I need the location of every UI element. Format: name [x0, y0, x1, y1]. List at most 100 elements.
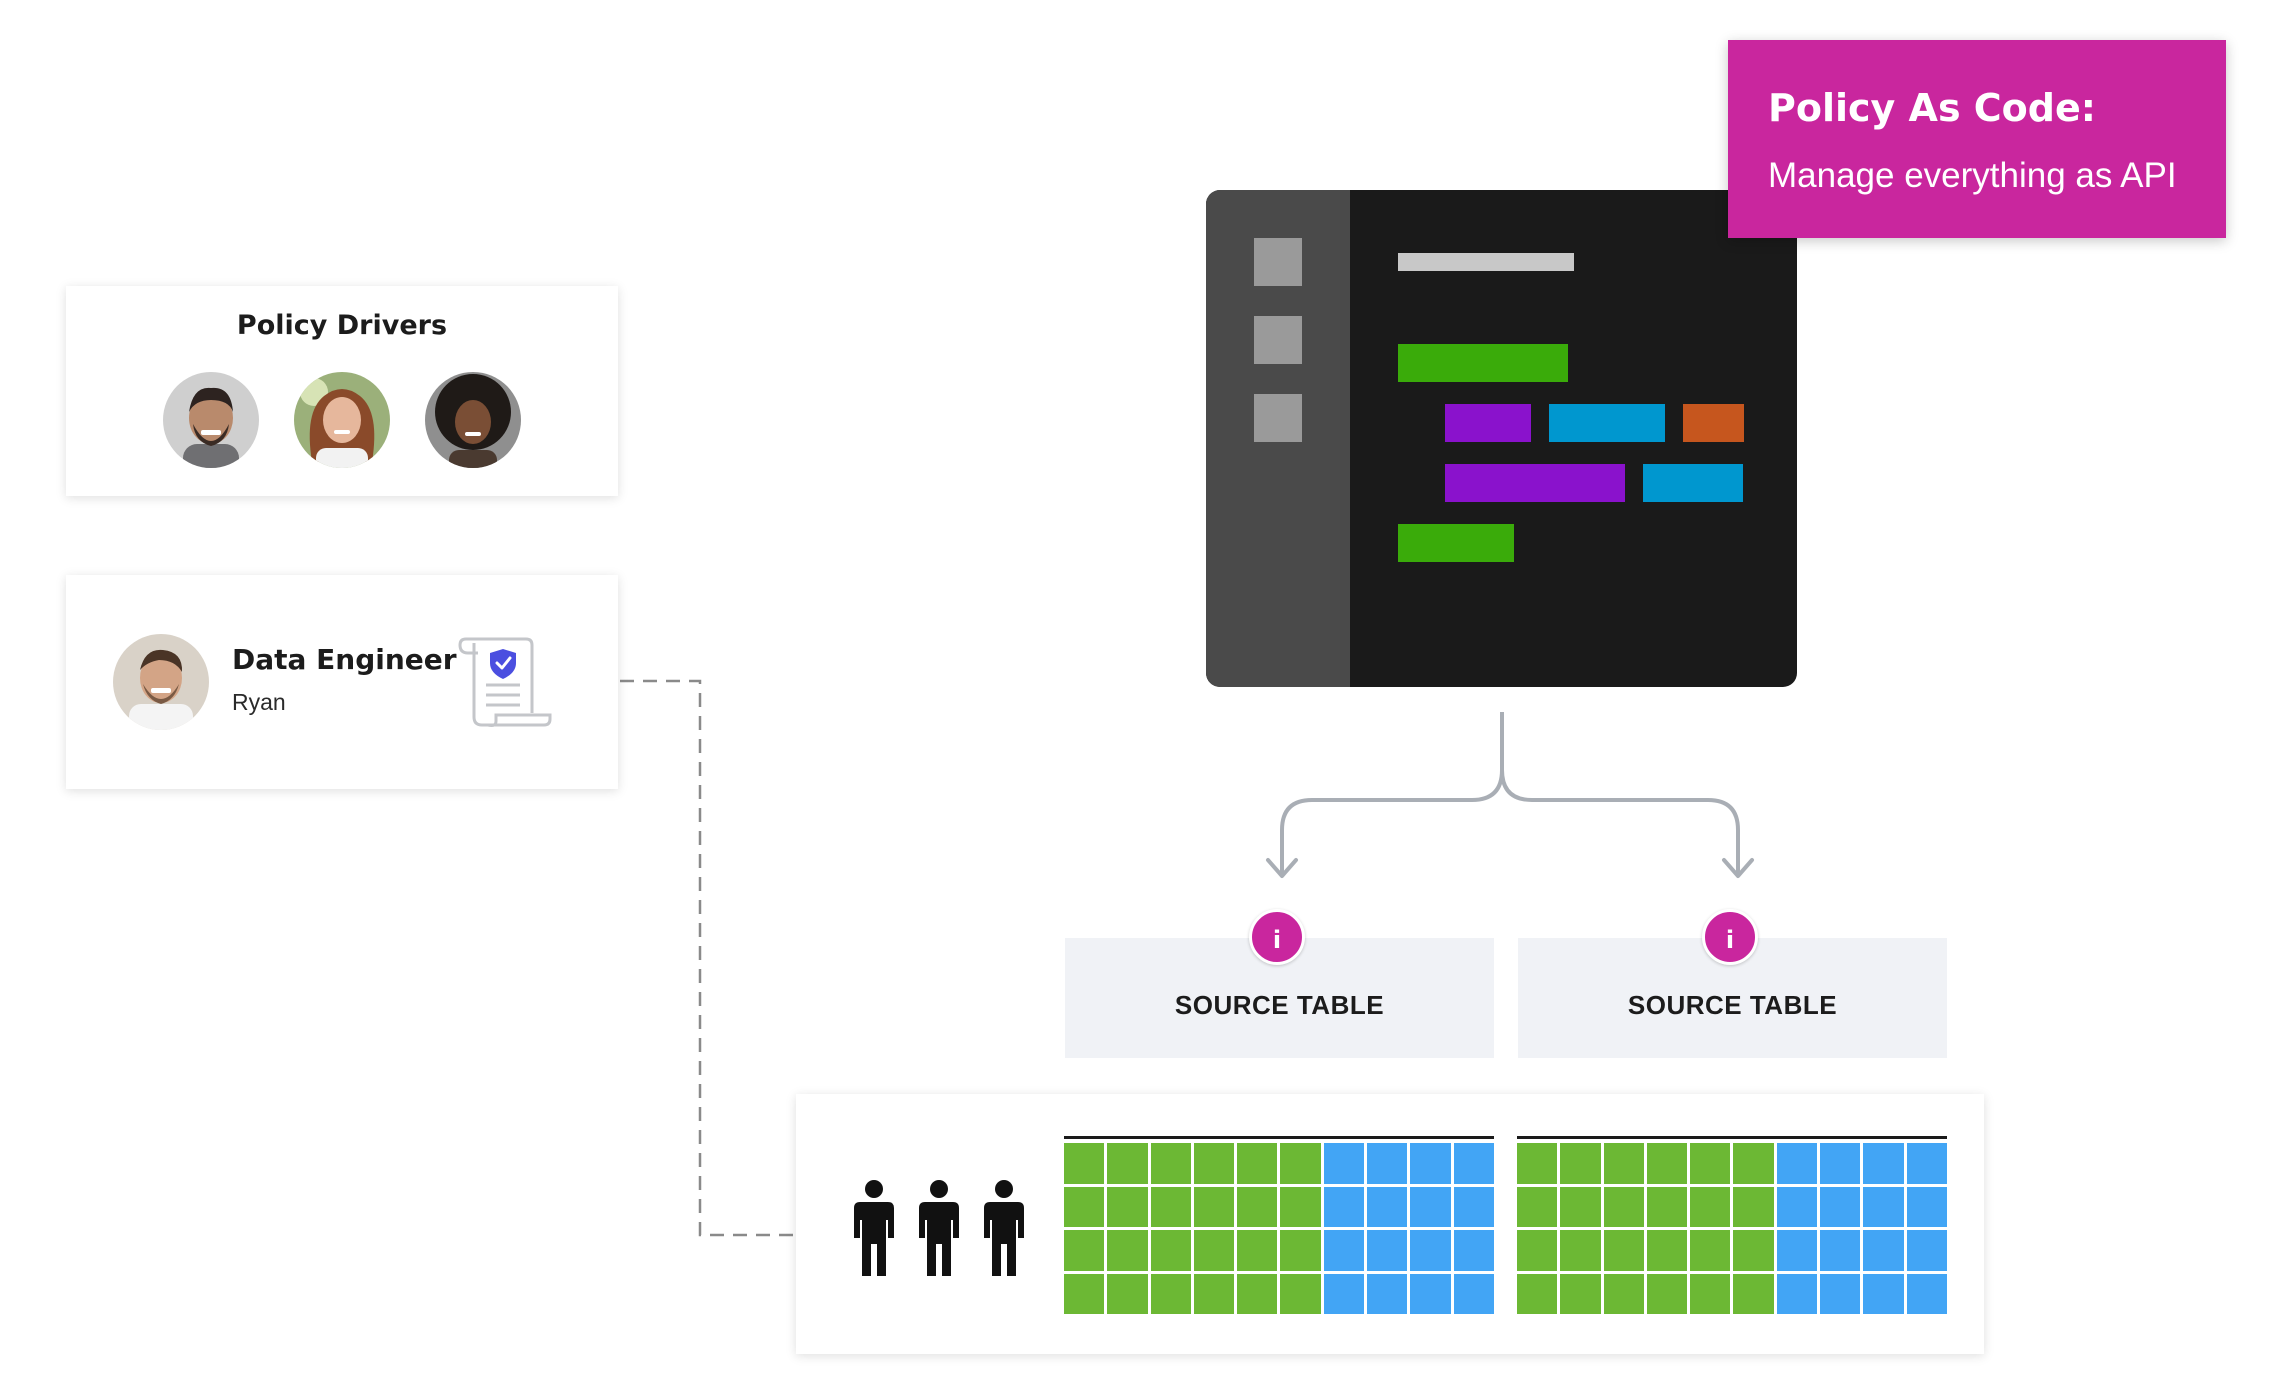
grid-cell-green: [1193, 1273, 1235, 1314]
grid-cell-blue: [1323, 1273, 1365, 1314]
grid-cell-blue: [1410, 1273, 1451, 1314]
source-table-label: SOURCE TABLE: [1627, 990, 1838, 1020]
grid-cell-green: [1280, 1186, 1321, 1227]
grid-cell-blue: [1820, 1230, 1861, 1271]
data-grid: [1517, 1143, 1947, 1314]
person-icon: [919, 1180, 959, 1276]
policy-drivers-title: Policy Drivers: [236, 310, 448, 341]
grid-cell-green: [1150, 1186, 1191, 1227]
grid-cell-blue: [1776, 1230, 1818, 1271]
data-engineer-card: Data Engineer Ryan: [66, 575, 618, 789]
grid-cell-green: [1150, 1273, 1191, 1314]
grid-cell-green: [1690, 1273, 1731, 1314]
grid-cell-green: [1690, 1230, 1731, 1271]
arrow-head-right: [1722, 858, 1754, 878]
grid-cell-blue: [1453, 1186, 1494, 1227]
grid-cell-green: [1517, 1273, 1558, 1314]
editor-sidebar-button: [1254, 394, 1302, 442]
code-bar-orange: [1683, 404, 1744, 442]
grid-cell-blue: [1323, 1230, 1365, 1271]
grid-cell-green: [1560, 1273, 1601, 1314]
code-bar-purple: [1445, 404, 1531, 442]
grid-cell-green: [1064, 1143, 1105, 1184]
grid-cell-green: [1690, 1186, 1731, 1227]
grid-cell-green: [1107, 1186, 1148, 1227]
grid-cell-blue: [1367, 1230, 1408, 1271]
grid-cell-blue: [1410, 1143, 1451, 1184]
data-grid: [1064, 1143, 1494, 1314]
grid-cell-green: [1064, 1273, 1105, 1314]
callout-title: Policy As Code:: [1768, 86, 2096, 130]
grid-cell-green: [1237, 1186, 1278, 1227]
branch-connector: [1280, 712, 1740, 874]
grid-cell-blue: [1776, 1273, 1818, 1314]
grid-cell-green: [1280, 1230, 1321, 1271]
grid-cell-green: [1646, 1273, 1688, 1314]
code-bar-purple: [1445, 464, 1625, 502]
policy-driver-avatar-3: [425, 372, 521, 468]
grid-cell-blue: [1453, 1143, 1494, 1184]
grid-cell-green: [1280, 1143, 1321, 1184]
grid-cell-green: [1690, 1143, 1731, 1184]
grid-cell-blue: [1776, 1143, 1818, 1184]
policy-driver-avatar-1: [163, 372, 259, 468]
source-table-label: SOURCE TABLE: [1174, 990, 1385, 1020]
grid-cell-green: [1107, 1143, 1148, 1184]
grid-cell-green: [1107, 1230, 1148, 1271]
policy-as-code-callout: Policy As Code: Manage everything as API: [1728, 40, 2226, 238]
table-header-rule: [1517, 1136, 1947, 1139]
grid-cell-green: [1733, 1186, 1774, 1227]
person-icon: [984, 1180, 1024, 1276]
grid-cell-green: [1237, 1143, 1278, 1184]
grid-cell-green: [1064, 1186, 1105, 1227]
grid-cell-blue: [1820, 1186, 1861, 1227]
grid-cell-green: [1646, 1186, 1688, 1227]
grid-cell-green: [1237, 1273, 1278, 1314]
grid-cell-blue: [1367, 1143, 1408, 1184]
grid-cell-blue: [1863, 1273, 1904, 1314]
code-comment-bar: [1398, 253, 1574, 271]
grid-cell-blue: [1906, 1186, 1947, 1227]
code-bar-blue: [1549, 404, 1665, 442]
grid-cell-green: [1603, 1143, 1644, 1184]
grid-cell-blue: [1820, 1273, 1861, 1314]
data-engineer-title: Data Engineer: [232, 643, 457, 676]
grid-cell-blue: [1906, 1143, 1947, 1184]
grid-cell-blue: [1367, 1273, 1408, 1314]
policy-driver-avatar-2: [294, 372, 390, 468]
grid-cell-green: [1517, 1230, 1558, 1271]
table-header-rule: [1064, 1136, 1494, 1139]
grid-cell-green: [1193, 1230, 1235, 1271]
policy-document-shield-icon: [458, 637, 552, 727]
person-icon: [854, 1180, 894, 1276]
grid-cell-green: [1603, 1186, 1644, 1227]
grid-cell-green: [1733, 1230, 1774, 1271]
grid-cell-green: [1107, 1273, 1148, 1314]
grid-cell-green: [1733, 1143, 1774, 1184]
grid-cell-green: [1064, 1230, 1105, 1271]
grid-cell-green: [1517, 1186, 1558, 1227]
dashed-connector: [620, 679, 796, 1237]
grid-cell-blue: [1453, 1273, 1494, 1314]
grid-cell-green: [1150, 1143, 1191, 1184]
grid-cell-blue: [1410, 1230, 1451, 1271]
data-access-card: [796, 1094, 1984, 1354]
grid-cell-blue: [1820, 1143, 1861, 1184]
callout-subtitle: Manage everything as API: [1768, 156, 2177, 195]
grid-cell-blue: [1906, 1230, 1947, 1271]
grid-cell-green: [1646, 1230, 1688, 1271]
grid-cell-green: [1280, 1273, 1321, 1314]
code-editor-illustration: [1206, 190, 1797, 687]
grid-cell-green: [1193, 1143, 1235, 1184]
grid-cell-blue: [1323, 1143, 1365, 1184]
grid-cell-green: [1560, 1230, 1601, 1271]
info-icon[interactable]: i: [1249, 909, 1305, 965]
grid-cell-green: [1603, 1230, 1644, 1271]
grid-cell-blue: [1906, 1273, 1947, 1314]
grid-cell-green: [1603, 1273, 1644, 1314]
info-icon[interactable]: i: [1702, 909, 1758, 965]
grid-cell-green: [1150, 1230, 1191, 1271]
code-bar-green: [1398, 524, 1514, 562]
grid-cell-blue: [1410, 1186, 1451, 1227]
